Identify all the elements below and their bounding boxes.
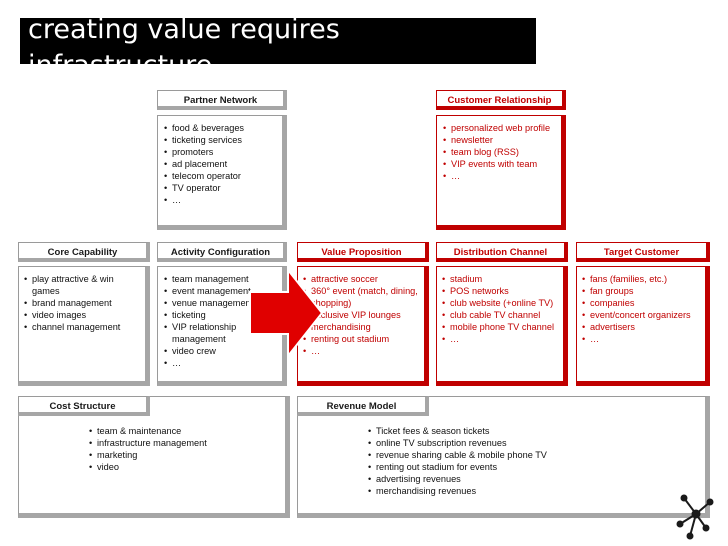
list-item: renting out stadium for events xyxy=(368,461,668,473)
core-capability-label: Core Capability xyxy=(47,247,118,258)
partner-network-label: Partner Network xyxy=(183,95,258,106)
revenue-model-box: Ticket fees & season ticketsonline TV su… xyxy=(297,396,710,518)
cost-structure-box: team & maintenanceinfrastructure managem… xyxy=(18,396,290,518)
list-item: renting out stadium xyxy=(303,333,423,345)
target-customer-label: Target Customer xyxy=(603,247,680,258)
revenue-model-list: Ticket fees & season ticketsonline TV su… xyxy=(368,425,668,497)
partner-network-list: food & beveragesticketing servicespromot… xyxy=(164,122,282,206)
core-capability-box: play attractive & win gamesbrand managem… xyxy=(18,266,150,386)
list-item: … xyxy=(303,345,423,357)
target-customer-box: fans (families, etc.)fan groupscompanies… xyxy=(576,266,710,386)
core-capability-header: Core Capability xyxy=(18,242,150,262)
network-node-icon xyxy=(676,494,714,540)
activity-configuration-list: team managementevent managementvenue man… xyxy=(164,273,282,369)
right-arrow-icon xyxy=(249,268,324,358)
customer-relationship-box: personalized web profilenewsletterteam b… xyxy=(436,115,566,230)
list-item: personalized web profile xyxy=(443,122,561,134)
partner-network-box: food & beveragesticketing servicespromot… xyxy=(157,115,287,230)
list-item: fans (families, etc.) xyxy=(582,273,708,285)
list-item: team management xyxy=(164,273,282,285)
activity-configuration-label: Activity Configuration xyxy=(170,247,271,258)
list-item: advertising revenues xyxy=(368,473,668,485)
list-item: VIP relationship management xyxy=(164,321,282,345)
list-item: video images xyxy=(24,309,134,321)
cost-structure-list: team & maintenanceinfrastructure managem… xyxy=(89,425,279,473)
list-item: mobile phone TV channel xyxy=(442,321,566,333)
list-item: marketing xyxy=(89,449,279,461)
list-item: companies xyxy=(582,297,708,309)
distribution-channel-label: Distribution Channel xyxy=(453,247,548,258)
list-item: fan groups xyxy=(582,285,708,297)
list-item: team & maintenance xyxy=(89,425,279,437)
title-bar: creating value requires infrastructure xyxy=(20,18,536,64)
list-item: VIP events with team xyxy=(443,158,561,170)
list-item: club website (+online TV) xyxy=(442,297,566,309)
list-item: venue management xyxy=(164,297,282,309)
list-item: stadium xyxy=(442,273,566,285)
list-item: infrastructure management xyxy=(89,437,279,449)
list-item: … xyxy=(442,333,566,345)
distribution-channel-list: stadiumPOS networksclub website (+online… xyxy=(442,273,566,345)
customer-relationship-label: Customer Relationship xyxy=(447,95,552,106)
value-proposition-label: Value Proposition xyxy=(321,247,402,258)
list-item: online TV subscription revenues xyxy=(368,437,668,449)
list-item: attractive soccer xyxy=(303,273,423,285)
list-item: food & beverages xyxy=(164,122,282,134)
distribution-channel-box: stadiumPOS networksclub website (+online… xyxy=(436,266,568,386)
list-item: promoters xyxy=(164,146,282,158)
partner-network-header: Partner Network xyxy=(157,90,287,110)
activity-configuration-header: Activity Configuration xyxy=(157,242,287,262)
list-item: telecom operator xyxy=(164,170,282,182)
list-item: ad placement xyxy=(164,158,282,170)
target-customer-list: fans (families, etc.)fan groupscompanies… xyxy=(582,273,708,345)
revenue-model-label: Revenue Model xyxy=(326,401,397,412)
customer-relationship-header: Customer Relationship xyxy=(436,90,566,110)
cost-structure-label: Cost Structure xyxy=(49,401,116,412)
list-item: event/concert organizers xyxy=(582,309,708,321)
list-item: club cable TV channel xyxy=(442,309,566,321)
list-item: video xyxy=(89,461,279,473)
list-item: TV operator xyxy=(164,182,282,194)
list-item: … xyxy=(582,333,708,345)
list-item: ticketing xyxy=(164,309,282,321)
list-item: play attractive & win games xyxy=(24,273,134,297)
list-item: event management xyxy=(164,285,282,297)
page-title: creating value requires infrastructure xyxy=(28,18,340,64)
cost-structure-header: Cost Structure xyxy=(18,396,150,416)
list-item: POS networks xyxy=(442,285,566,297)
list-item: channel management xyxy=(24,321,134,333)
list-item: Ticket fees & season tickets xyxy=(368,425,668,437)
list-item: brand management xyxy=(24,297,134,309)
list-item: team blog (RSS) xyxy=(443,146,561,158)
target-customer-header: Target Customer xyxy=(576,242,710,262)
customer-relationship-list: personalized web profilenewsletterteam b… xyxy=(443,122,561,182)
list-item: … xyxy=(164,194,282,206)
list-item: newsletter xyxy=(443,134,561,146)
list-item: merchandising revenues xyxy=(368,485,668,497)
value-proposition-header: Value Proposition xyxy=(297,242,429,262)
list-item: ticketing services xyxy=(164,134,282,146)
core-capability-list: play attractive & win gamesbrand managem… xyxy=(24,273,134,333)
distribution-channel-header: Distribution Channel xyxy=(436,242,568,262)
revenue-model-header: Revenue Model xyxy=(297,396,429,416)
list-item: revenue sharing cable & mobile phone TV xyxy=(368,449,668,461)
list-item: … xyxy=(164,357,282,369)
list-item: advertisers xyxy=(582,321,708,333)
list-item: video crew xyxy=(164,345,282,357)
list-item: … xyxy=(443,170,561,182)
